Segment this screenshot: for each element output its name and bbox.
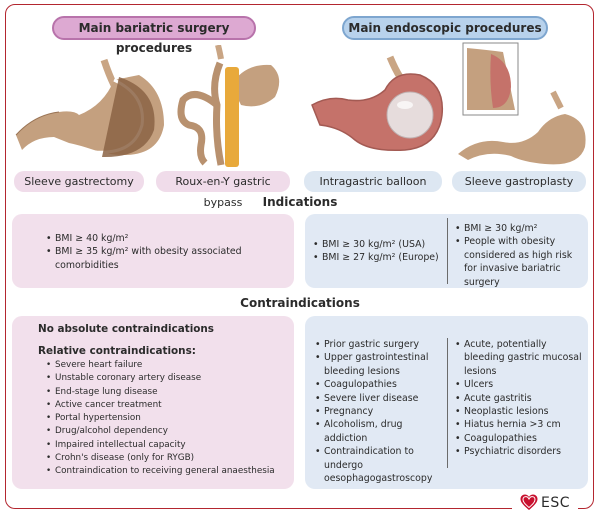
absolute-contraindications-text: No absolute contraindications xyxy=(38,323,214,335)
list-item: Coagulopathies xyxy=(315,378,445,392)
procedure-label-sleeve-gastrectomy: Sleeve gastrectomy xyxy=(14,171,144,192)
endoscopic-contraindications-box: Prior gastric surgery Upper gastrointest… xyxy=(305,316,588,489)
list-item: Hiatus hernia >3 cm xyxy=(455,418,585,432)
indications-title: Indications xyxy=(262,195,338,209)
procedure-label-sleeve-gastroplasty: Sleeve gastroplasty xyxy=(452,171,586,192)
list-item: Acute, potentially bleeding gastric muco… xyxy=(455,338,585,378)
balloon-contraindications-list: Prior gastric surgery Upper gastrointest… xyxy=(315,338,445,485)
list-item: Neoplastic lesions xyxy=(455,405,585,419)
esc-logo: ESC xyxy=(520,494,570,511)
list-item: Ulcers xyxy=(455,378,585,392)
surgery-indications-box: BMI ≥ 40 kg/m² BMI ≥ 35 kg/m² with obesi… xyxy=(12,214,294,288)
surgery-indications-list: BMI ≥ 40 kg/m² BMI ≥ 35 kg/m² with obesi… xyxy=(46,232,286,272)
list-item: Severe heart failure xyxy=(46,359,291,373)
column-divider xyxy=(447,218,448,284)
list-item: Contraindication to undergo oesophagogas… xyxy=(315,445,445,485)
list-item: Contraindication to receiving general an… xyxy=(46,465,291,479)
surgery-contraindications-box: No absolute contraindications Relative c… xyxy=(12,316,294,489)
list-item: Drug/alcohol dependency xyxy=(46,425,291,439)
list-item: Severe liver disease xyxy=(315,392,445,406)
list-item: Coagulopathies xyxy=(455,432,585,446)
column-divider xyxy=(447,338,448,468)
list-item: People with obesity considered as high r… xyxy=(455,235,585,289)
list-item: Crohn's disease (only for RYGB) xyxy=(46,452,291,466)
surgery-header: Main bariatric surgery procedures xyxy=(52,16,256,55)
list-item: End-stage lung disease xyxy=(46,386,291,400)
list-item: BMI ≥ 30 kg/m² (USA) xyxy=(313,238,443,252)
endoscopic-header: Main endoscopic procedures xyxy=(342,16,548,40)
balloon-indications-list: BMI ≥ 30 kg/m² (USA) BMI ≥ 27 kg/m² (Eur… xyxy=(313,238,443,265)
figure-frame xyxy=(5,4,594,509)
list-item: Alcoholism, drug addiction xyxy=(315,418,445,445)
list-item: Pregnancy xyxy=(315,405,445,419)
esc-logo-text: ESC xyxy=(541,494,571,511)
endoscopic-indications-box: BMI ≥ 30 kg/m² (USA) BMI ≥ 27 kg/m² (Eur… xyxy=(305,214,588,288)
list-item: Psychiatric disorders xyxy=(455,445,585,459)
procedure-label-roux-en-y: Roux-en-Y gastric bypass xyxy=(156,171,290,209)
intragastric-balloon-illustration xyxy=(311,55,444,152)
list-item: Prior gastric surgery xyxy=(315,338,445,352)
list-item: Portal hypertension xyxy=(46,412,291,426)
list-item: Unstable coronary artery disease xyxy=(46,372,291,386)
relative-contraindications-title: Relative contraindications: xyxy=(38,345,196,357)
list-item: BMI ≥ 27 kg/m² (Europe) xyxy=(313,251,443,265)
procedure-label-intragastric-balloon: Intragastric balloon xyxy=(304,171,442,192)
list-item: Upper gastrointestinal bleeding lesions xyxy=(315,351,445,378)
list-item: BMI ≥ 35 kg/m² with obesity associated c… xyxy=(46,245,286,272)
list-item: Acute gastritis xyxy=(455,392,585,406)
list-item: BMI ≥ 40 kg/m² xyxy=(46,232,286,246)
heart-icon xyxy=(520,494,538,510)
gastroplasty-indications-list: BMI ≥ 30 kg/m² People with obesity consi… xyxy=(455,222,585,289)
list-item: BMI ≥ 30 kg/m² xyxy=(455,222,585,236)
endoscopic-sleeve-gastroplasty-illustration xyxy=(458,42,586,165)
roux-en-y-bypass-illustration xyxy=(177,45,280,167)
gastroplasty-contraindications-list: Acute, potentially bleeding gastric muco… xyxy=(455,338,585,459)
relative-contraindications-list: Severe heart failure Unstable coronary a… xyxy=(46,359,291,479)
list-item: Impaired intellectual capacity xyxy=(46,439,291,453)
list-item: Active cancer treatment xyxy=(46,399,291,413)
contraindications-title: Contraindications xyxy=(240,296,360,310)
sleeve-gastrectomy-illustration xyxy=(15,58,164,158)
